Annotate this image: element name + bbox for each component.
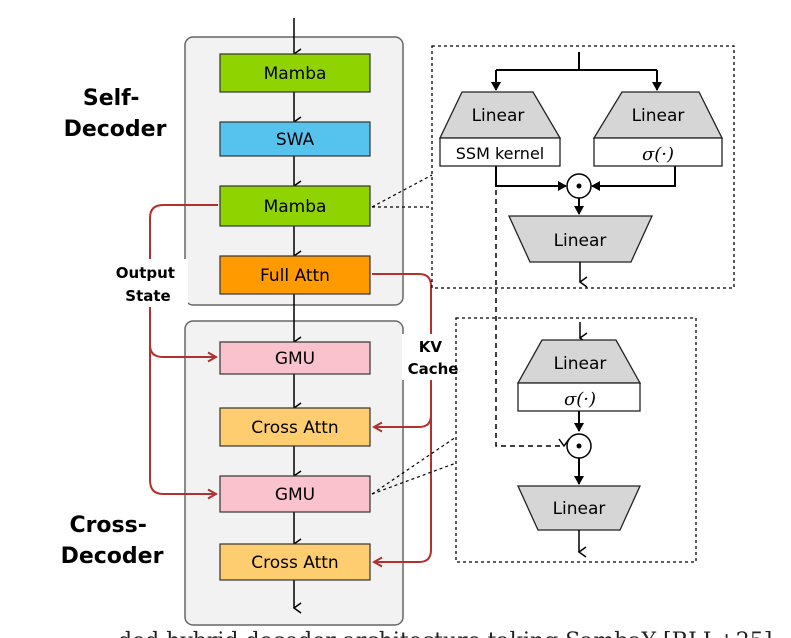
gmu-block-2-label: GMU (275, 485, 315, 505)
gmu-linear-top-label: Linear (554, 354, 607, 374)
output-state-label-bg (108, 259, 188, 307)
gmu-multiply-dot (576, 443, 582, 449)
caption-fragment: ded hybrid decoder architecture taking S… (118, 629, 772, 638)
mamba-block-1-label: Mamba (264, 64, 327, 84)
cross-attn-block-1 (219, 407, 371, 447)
mamba-linear-out-trapezoid (507, 215, 654, 263)
kv-cache-label: KV Cache (408, 338, 459, 378)
gmu-sigma-box (517, 382, 641, 412)
swa-block (219, 121, 371, 157)
zoom-connectors (371, 174, 457, 495)
full-attn-block (219, 255, 371, 295)
gmu-sigma-label: σ(·) (564, 389, 596, 410)
gmu-block-1-label: GMU (275, 349, 315, 369)
mamba-linear-left-label: Linear (472, 106, 525, 126)
cross-attn-block-1-label: Cross Attn (251, 418, 338, 438)
mamba-linear-right-label: Linear (632, 106, 685, 126)
mamba-detail-arrows (491, 52, 676, 215)
mamba-multiply-dot (576, 183, 582, 189)
mamba-block-2 (219, 185, 371, 227)
mamba-sigma-box (593, 137, 723, 167)
swa-block-label: SWA (276, 130, 315, 150)
mamba-linear-out-label: Linear (554, 231, 607, 251)
mamba-detail-box (431, 45, 735, 289)
ssm-kernel-box (439, 137, 561, 167)
ssm-state-link (495, 190, 570, 448)
full-attn-block-label: Full Attn (260, 266, 330, 286)
gmu-block-2 (219, 475, 371, 513)
gmu-block-1 (219, 341, 371, 375)
mamba-block-1 (219, 53, 371, 93)
gmu-detail-box (455, 317, 697, 563)
cross-decoder-label: Cross- Decoder (61, 513, 164, 569)
mamba-sigma-label: σ(·) (642, 144, 674, 165)
self-decoder-label: Self- Decoder (64, 86, 167, 142)
cross-attn-block-2-label: Cross Attn (251, 553, 338, 573)
cross-attn-block-2 (219, 543, 371, 581)
gmu-linear-out-trapezoid (516, 485, 642, 531)
ssm-kernel-label: SSM kernel (456, 144, 544, 163)
kv-cache-label-bg (402, 334, 466, 380)
output-state-label: Output State (116, 264, 180, 305)
mamba-block-2-label: Mamba (264, 197, 327, 217)
gmu-linear-out-label: Linear (553, 499, 606, 519)
